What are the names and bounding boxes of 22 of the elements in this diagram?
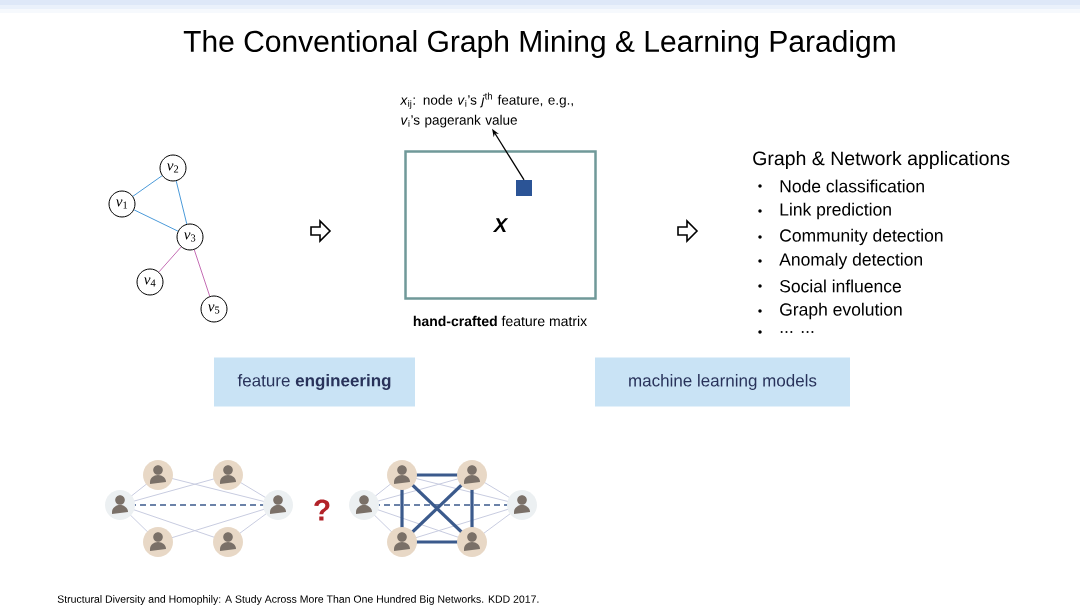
list-item: Anomaly detection bbox=[779, 252, 922, 270]
citation: Structural Diversity and Homophily: A Study Across More Than One Hundred Big Networks. KDD 2017. bbox=[57, 595, 539, 605]
matrix-caption: hand-crafted feature matrix bbox=[413, 315, 587, 327]
list-item: ... ... bbox=[780, 331, 814, 333]
list-item: Social influence bbox=[780, 279, 901, 293]
graph-edge bbox=[158, 246, 182, 273]
graph-edge bbox=[193, 249, 211, 297]
label-box: feature engineering bbox=[214, 357, 415, 407]
list-item: Community detection bbox=[780, 228, 943, 246]
matrix-box: X bbox=[404, 150, 597, 300]
graph-edge bbox=[132, 175, 163, 197]
list-item: Graph evolution bbox=[780, 302, 902, 320]
graph-edge bbox=[175, 180, 188, 225]
title: The Conventional Graph Mining & Learning Paradigm bbox=[183, 30, 895, 58]
label-box: machine learning models bbox=[595, 357, 850, 407]
matrix-cell bbox=[516, 180, 532, 196]
list-item: Node classification bbox=[780, 179, 924, 193]
list-heading: Graph & Network applications bbox=[753, 150, 1010, 170]
list-item: Link prediction bbox=[780, 202, 891, 220]
graph-edge bbox=[133, 209, 179, 232]
annotation-text: x$_{ij}$: node v$_{i}$’s j$^{th}$ feature, e.g., v$_{i}$’s pagerank value bbox=[399, 92, 573, 128]
question-mark: ? bbox=[314, 499, 330, 521]
